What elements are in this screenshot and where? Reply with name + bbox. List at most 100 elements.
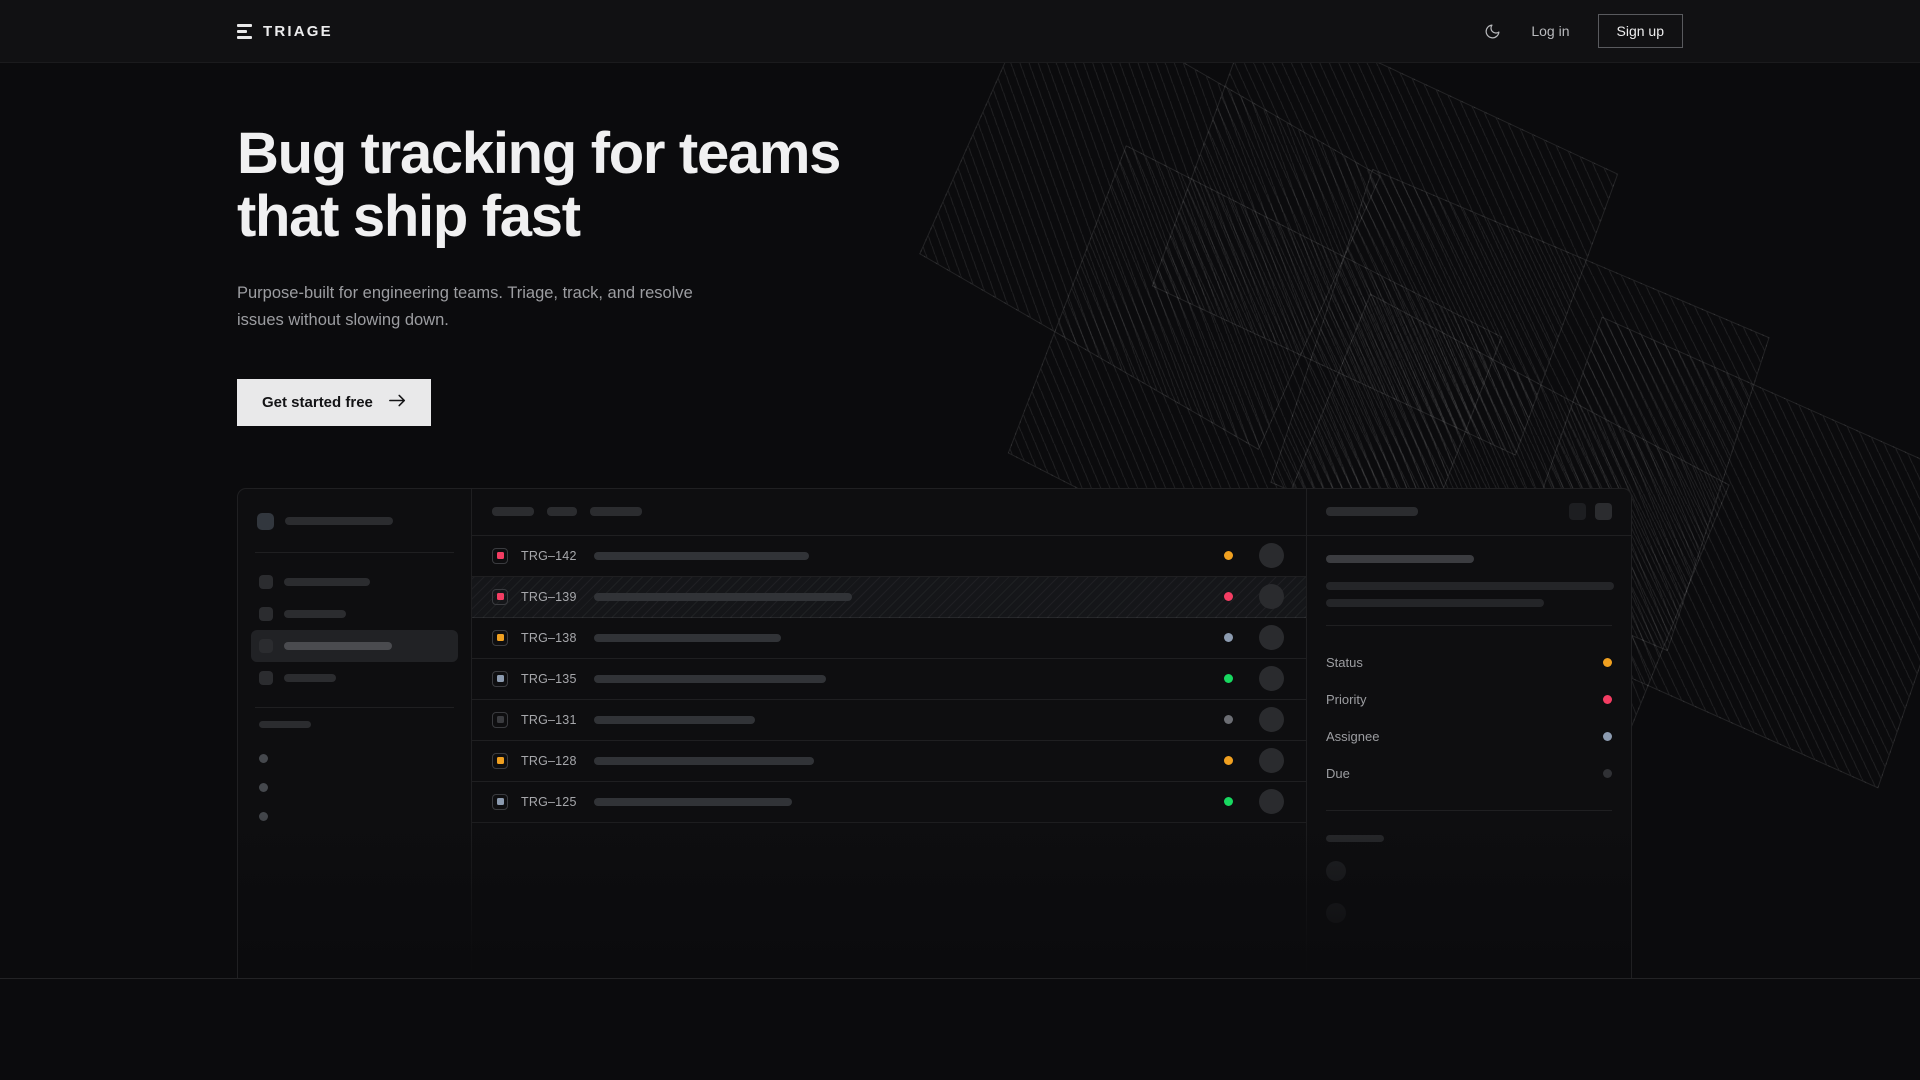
issue-id: TRG–135: [521, 671, 577, 686]
login-link[interactable]: Log in: [1531, 23, 1570, 39]
issue-id: TRG–138: [521, 630, 577, 645]
divider: [1326, 624, 1612, 626]
filter-chip-2[interactable]: [590, 507, 642, 517]
workspace-avatar: [257, 512, 274, 530]
priority-indicator-icon: [492, 793, 508, 810]
detail-field-priority[interactable]: Priority: [1326, 681, 1612, 718]
issue-title-placeholder: [593, 715, 755, 724]
detail-title-placeholder: [1326, 507, 1418, 517]
status-dot: [1224, 633, 1233, 643]
status-dot: [1224, 592, 1233, 602]
divider: [255, 551, 454, 553]
project-dot-icon: [259, 782, 268, 792]
table-row[interactable]: TRG–128: [472, 741, 1306, 782]
activity-section-label: [1326, 834, 1384, 842]
field-label: Assignee: [1326, 728, 1380, 744]
sidebar-project-1[interactable]: [251, 773, 458, 802]
brand-name: TRIAGE: [263, 22, 333, 40]
sidebar-item-icon: [259, 670, 273, 685]
issue-list-toolbar: [472, 489, 1306, 536]
sidebar-item-label: [284, 577, 370, 586]
priority-indicator-icon: [492, 629, 508, 646]
headline-line-1: Bug tracking for teams: [237, 121, 841, 186]
table-row[interactable]: TRG–138: [472, 618, 1306, 659]
field-value-dot: [1603, 694, 1612, 704]
detail-panel-header: [1307, 489, 1631, 536]
avatar[interactable]: [1259, 666, 1284, 692]
sidebar-item-3[interactable]: [251, 662, 458, 694]
filter-chip-0[interactable]: [492, 507, 534, 517]
divider: [1326, 809, 1612, 811]
avatar[interactable]: [1259, 748, 1284, 774]
avatar[interactable]: [1259, 584, 1284, 610]
status-dot: [1224, 756, 1233, 766]
sidebar-item-icon: [259, 638, 273, 653]
brand-logo[interactable]: TRIAGE: [237, 23, 333, 40]
detail-field-due[interactable]: Due: [1326, 755, 1612, 792]
avatar: [1326, 860, 1346, 881]
sidebar-item-1[interactable]: [251, 598, 458, 630]
sidebar-item-0[interactable]: [251, 566, 458, 598]
status-dot: [1224, 551, 1233, 561]
detail-field-assignee[interactable]: Assignee: [1326, 718, 1612, 755]
sidebar-item-2[interactable]: [251, 629, 458, 662]
filter-chip-1[interactable]: [547, 507, 577, 517]
activity-item: [1326, 892, 1612, 934]
get-started-button[interactable]: Get started free: [237, 378, 431, 426]
issue-id: TRG–131: [521, 712, 577, 727]
table-row[interactable]: TRG–139: [472, 576, 1306, 618]
priority-indicator-icon: [492, 588, 508, 605]
table-row[interactable]: TRG–135: [472, 659, 1306, 700]
issue-title-placeholder: [593, 592, 852, 601]
priority-indicator-icon: [492, 547, 508, 564]
issue-title-placeholder: [593, 551, 809, 560]
stacked-bars-icon: [237, 23, 252, 39]
hero-subhead: Purpose-built for engineering teams. Tri…: [237, 284, 693, 329]
table-row[interactable]: TRG–125: [472, 782, 1306, 823]
field-label: Due: [1326, 765, 1350, 781]
field-label: Priority: [1326, 691, 1367, 707]
project-dot-icon: [259, 811, 268, 821]
issue-title-placeholder: [593, 674, 826, 683]
project-dot-icon: [259, 753, 268, 763]
activity-item: [1326, 850, 1612, 892]
top-navbar: TRIAGE Log in Sign up: [0, 0, 1920, 63]
issue-title-placeholder: [593, 797, 792, 806]
mockup-sidebar: [238, 488, 472, 978]
field-value-dot: [1603, 768, 1612, 778]
status-dot: [1224, 674, 1233, 684]
priority-indicator-icon: [492, 752, 508, 769]
sidebar-item-label: [284, 673, 336, 682]
sidebar-project-2[interactable]: [251, 802, 458, 831]
signup-button[interactable]: Sign up: [1597, 14, 1683, 48]
status-dot: [1224, 797, 1233, 807]
table-row[interactable]: TRG–131: [472, 700, 1306, 741]
issue-id: TRG–128: [521, 753, 577, 768]
avatar[interactable]: [1259, 707, 1284, 733]
more-icon[interactable]: [1595, 503, 1612, 521]
sidebar-item-label: [284, 609, 346, 618]
avatar[interactable]: [1259, 625, 1284, 651]
sidebar-project-0[interactable]: [251, 744, 458, 773]
table-row[interactable]: TRG–142: [472, 536, 1306, 577]
arrow-right-icon: [388, 394, 406, 411]
sidebar-item-icon: [259, 574, 273, 589]
avatar[interactable]: [1259, 789, 1284, 815]
cta-label: Get started free: [262, 393, 373, 411]
moon-icon[interactable]: [1481, 20, 1503, 42]
issue-title-placeholder: [593, 756, 814, 765]
avatar[interactable]: [1259, 543, 1284, 569]
field-label: Status: [1326, 654, 1363, 670]
mockup-baseline-divider: [0, 977, 1920, 979]
detail-issue-title: [1326, 554, 1474, 563]
pin-icon[interactable]: [1569, 503, 1586, 521]
workspace-switcher[interactable]: [251, 504, 458, 539]
priority-indicator-icon: [492, 670, 508, 687]
sidebar-section-label: [259, 720, 311, 728]
detail-field-status[interactable]: Status: [1326, 644, 1612, 681]
sidebar-item-label: [284, 641, 392, 650]
